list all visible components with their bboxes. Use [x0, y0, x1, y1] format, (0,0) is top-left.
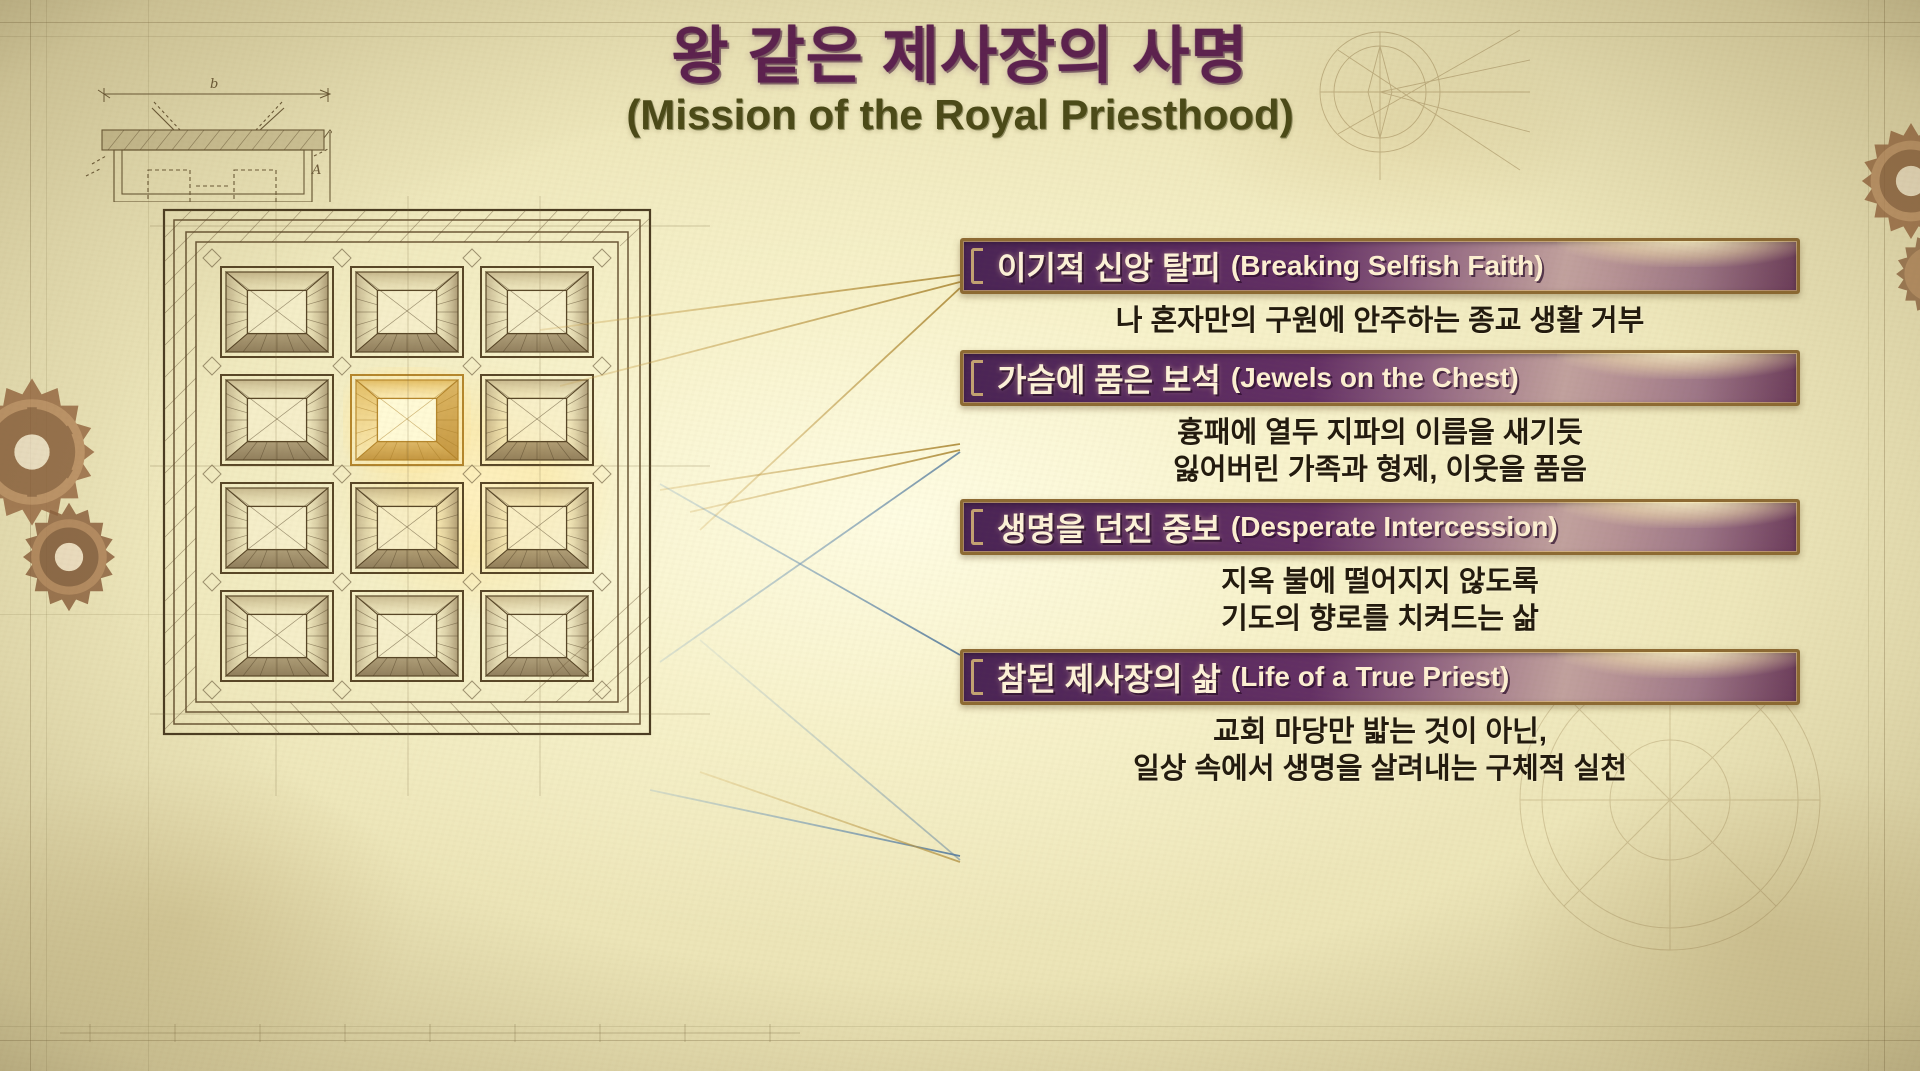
mission-title-korean-3: 생명을 던진 중보 — [997, 511, 1221, 548]
mission-title-english-4: (Life of a True Priest) — [1230, 660, 1510, 692]
page-subtitle: (Mission of the Royal Priesthood) — [626, 90, 1294, 138]
gem-cell — [220, 482, 334, 574]
svg-text:b: b — [210, 77, 218, 92]
blueprint-rule-left-inner — [46, 0, 47, 1071]
bracket-icon-2 — [971, 360, 983, 397]
gem-cell — [480, 266, 594, 358]
bracket-icon-4 — [971, 658, 983, 695]
mission-item-2: 가슴에 품은 보석 (Jewels on the Chest) 흉패에 열두 지… — [960, 350, 1800, 489]
mission-description-2: 흉패에 열두 지파의 이름을 새기듯 잃어버린 가족과 형제, 이웃을 품음 — [960, 415, 1800, 489]
mission-title-korean-4: 참된 제사장의 삶 — [997, 660, 1221, 697]
mission-description-line: 기도의 향로를 치켜드는 삶 — [1221, 603, 1539, 636]
gem-cell — [480, 374, 594, 466]
gear-icon-left-upper — [0, 378, 95, 526]
bracket-icon-3 — [971, 509, 983, 546]
mission-item-3: 생명을 던진 중보 (Desperate Intercession) 지옥 불에… — [960, 499, 1800, 638]
blueprint-tick-row — [60, 1024, 800, 1042]
breastplate-illustration — [0, 0, 860, 896]
mission-list: 이기적 신앙 탈피 (Breaking Selfish Faith) 나 혼자만… — [960, 238, 1800, 798]
svg-text:A: A — [311, 163, 321, 178]
mission-description-line: 지옥 불에 떨어지지 않도록 — [1221, 566, 1539, 599]
mission-title-korean-1: 이기적 신앙 탈피 — [997, 250, 1221, 286]
mission-banner-1[interactable]: 이기적 신앙 탈피 (Breaking Selfish Faith) — [960, 238, 1800, 294]
compass-rose-icon — [1319, 29, 1530, 180]
gem-cell — [480, 590, 594, 682]
gem-cell — [220, 266, 334, 358]
mission-title-korean-2: 가슴에 품은 보석 — [997, 362, 1221, 399]
bracket-icon-1 — [971, 248, 983, 284]
page-title: 왕 같은 제사장의 사명 — [671, 22, 1249, 91]
gem-cell — [350, 590, 464, 682]
blueprint-rule-left — [30, 0, 31, 1071]
mission-item-4: 참된 제사장의 삶 (Life of a True Priest) 교회 마당만… — [960, 648, 1800, 788]
mission-description-line: 교회 마당만 밟는 것이 아닌, — [1213, 715, 1547, 748]
technical-elevation-drawing: b — [85, 77, 332, 202]
mission-description-line: 일상 속에서 생명을 살려내는 구체적 실천 — [1133, 752, 1627, 785]
gem-cell — [350, 482, 464, 574]
mission-description-line: 나 혼자만의 구원에 안주하는 종교 생활 거부 — [1115, 305, 1645, 337]
mission-title-english-2: (Jewels on the Chest) — [1230, 362, 1519, 394]
header: 왕 같은 제사장의 사명 (Mission of the Royal Pries… — [0, 24, 1920, 138]
mission-banner-2[interactable]: 가슴에 품은 보석 (Jewels on the Chest) — [960, 350, 1800, 407]
mission-banner-4[interactable]: 참된 제사장의 삶 (Life of a True Priest) — [960, 648, 1800, 705]
gear-icon-right-lower — [1896, 237, 1920, 311]
gem-cell — [220, 374, 334, 466]
mission-description-3: 지옥 불에 떨어지지 않도록 기도의 향로를 치켜드는 삶 — [960, 564, 1800, 638]
mission-description-line: 흉패에 열두 지파의 이름을 새기듯 — [1177, 417, 1583, 450]
mission-title-english-1: (Breaking Selfish Faith) — [1230, 250, 1544, 281]
blueprint-rule-right — [1884, 0, 1885, 1071]
mission-description-1: 나 혼자만의 구원에 안주하는 종교 생활 거부 — [960, 303, 1800, 340]
mission-description-4: 교회 마당만 밟는 것이 아닌, 일상 속에서 생명을 살려내는 구체적 실천 — [960, 714, 1800, 788]
gem-cell — [343, 367, 471, 473]
mission-item-1: 이기적 신앙 탈피 (Breaking Selfish Faith) 나 혼자만… — [960, 238, 1800, 340]
mission-banner-3[interactable]: 생명을 던진 중보 (Desperate Intercession) — [960, 499, 1800, 556]
gear-icon-left-lower — [22, 502, 116, 612]
gem-cell — [350, 266, 464, 358]
gem-cell — [220, 590, 334, 682]
blueprint-rule-right-inner — [1868, 0, 1869, 1071]
mission-title-english-3: (Desperate Intercession) — [1230, 511, 1558, 543]
mission-description-line: 잃어버린 가족과 형제, 이웃을 품음 — [1173, 454, 1587, 487]
gem-cell — [480, 482, 594, 574]
